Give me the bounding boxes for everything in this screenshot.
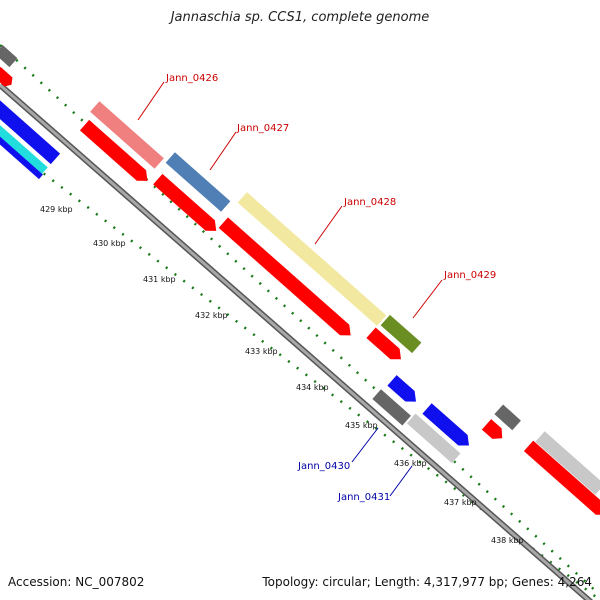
map-title: Jannaschia sp. CCS1, complete genome bbox=[170, 10, 430, 25]
tick-label-432: 432 kbp bbox=[195, 311, 228, 320]
callout-line-jann0428 bbox=[314, 205, 343, 245]
gene-block-left-blue bbox=[0, 97, 61, 165]
cds-arrow-jann0426 bbox=[79, 119, 148, 181]
tick-label-434: 434 kbp bbox=[296, 383, 329, 392]
tick-label-437: 437 kbp bbox=[444, 498, 477, 507]
accession-text: Accession: NC_007802 bbox=[8, 575, 145, 589]
gene-label-jann0426: Jann_0426 bbox=[165, 73, 218, 84]
forward-cds-track bbox=[0, 66, 600, 515]
gene-block-jann0430 bbox=[372, 389, 411, 426]
gene-block-jann0426 bbox=[90, 101, 164, 169]
gene-block-left-cyan bbox=[0, 117, 48, 175]
gene-block-right-lightgray bbox=[535, 431, 600, 495]
gene-block-left-blue-2 bbox=[0, 126, 43, 180]
tick-label-431: 431 kbp bbox=[143, 275, 176, 284]
callout-line-jann0427 bbox=[209, 131, 237, 171]
cds-arrow-topleft bbox=[0, 66, 13, 87]
cds-arrow-jann0429 bbox=[366, 327, 401, 360]
gene-label-jann0430: Jann_0430 bbox=[297, 461, 350, 472]
tick-label-438: 438 kbp bbox=[491, 536, 524, 545]
tick-label-433: 433 kbp bbox=[245, 347, 278, 356]
gene-block-jann0429 bbox=[380, 314, 422, 354]
outer-feature-track bbox=[0, 44, 600, 495]
cds-arrow-jann0428 bbox=[218, 217, 351, 336]
gene-label-jann0427: Jann_0427 bbox=[236, 123, 289, 134]
gene-block-jann0427 bbox=[165, 152, 231, 212]
gene-block-jann0431 bbox=[406, 413, 461, 464]
genome-summary-text: Topology: circular; Length: 4,317,977 bp… bbox=[262, 575, 592, 589]
gene-block-topleft-gray bbox=[0, 44, 18, 68]
tick-label-430: 430 kbp bbox=[93, 239, 126, 248]
gene-block-jann0428 bbox=[237, 192, 387, 326]
cds-arrow-right-small bbox=[481, 419, 503, 439]
cds-arrow-jann0430-blue bbox=[387, 375, 416, 402]
callout-line-jann0431 bbox=[389, 465, 413, 497]
genome-backbone-highlight bbox=[0, 83, 591, 600]
cds-arrow-jann0427 bbox=[153, 173, 217, 231]
tick-label-436: 436 kbp bbox=[394, 459, 427, 468]
gene-callouts bbox=[137, 81, 443, 497]
gene-label-jann0428: Jann_0428 bbox=[343, 197, 396, 208]
tick-label-435: 435 kbp bbox=[345, 421, 378, 430]
gene-label-jann0429: Jann_0429 bbox=[443, 270, 496, 281]
reverse-cds-track bbox=[0, 97, 469, 464]
gene-block-right-darkgray bbox=[494, 404, 521, 431]
callout-line-jann0426 bbox=[137, 81, 165, 121]
tick-label-429: 429 kbp bbox=[40, 205, 73, 214]
callout-line-jann0430 bbox=[351, 427, 379, 463]
cds-arrow-jann0431-blue bbox=[422, 403, 469, 446]
gene-label-jann0431: Jann_0431 bbox=[337, 492, 390, 503]
callout-line-jann0429 bbox=[412, 279, 443, 319]
cds-arrow-right-long bbox=[523, 440, 600, 515]
